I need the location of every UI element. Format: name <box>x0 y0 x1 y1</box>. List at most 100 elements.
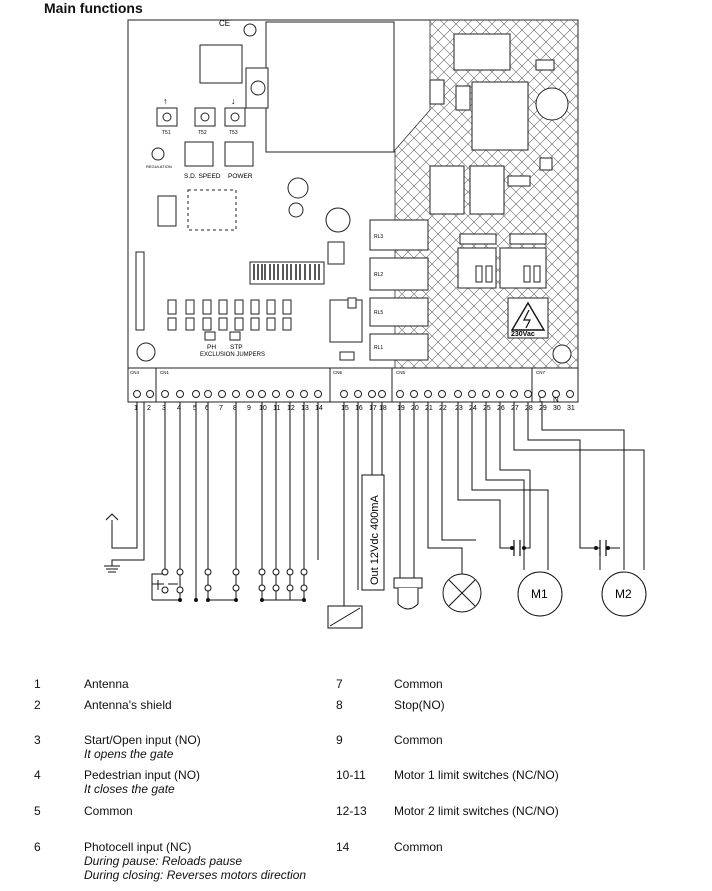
terminal-number: 13 <box>301 405 309 412</box>
terminal-screw <box>192 390 200 398</box>
regulation-label: REGULATION <box>146 164 172 169</box>
terminal-screw <box>410 390 418 398</box>
terminal-screw <box>218 390 226 398</box>
resistor-array <box>167 299 292 331</box>
terminal-screw <box>552 390 560 398</box>
legend-number: 14 <box>336 840 350 854</box>
terminal-screw <box>524 390 532 398</box>
button-label: T51 <box>162 130 171 136</box>
terminal-number: 27 <box>511 405 519 412</box>
jumper-label: PH <box>207 344 216 351</box>
terminal-screw <box>286 390 294 398</box>
terminal-number: 28 <box>525 405 533 412</box>
terminal-screw <box>300 390 308 398</box>
button-label: T53 <box>229 130 238 136</box>
terminal-screw <box>146 390 154 398</box>
motor-1-label: M1 <box>531 587 548 601</box>
terminal-screw <box>232 390 240 398</box>
connector-label: CN6 <box>333 370 342 375</box>
legend-number: 10-11 <box>336 768 366 782</box>
terminal-screw <box>510 390 518 398</box>
terminal-screw <box>566 390 574 398</box>
legend-description: Common <box>394 840 443 854</box>
legend-description: Antenna's shield <box>84 698 172 712</box>
legend-description: Stop(NO) <box>394 698 445 712</box>
legend-description: Start/Open input (NO)It opens the gate <box>84 733 201 761</box>
terminal-screw <box>378 390 386 398</box>
legend-number: 6 <box>34 840 41 854</box>
mains-label: N <box>553 395 559 404</box>
terminal-number: 16 <box>355 405 363 412</box>
connector-label: CN7 <box>536 370 545 375</box>
microcontroller <box>187 189 237 231</box>
svg-text:↑: ↑ <box>163 96 168 106</box>
terminal-screw <box>258 390 266 398</box>
relay-label: RL1 <box>374 345 383 351</box>
connector-label: CN1 <box>160 370 169 375</box>
legend-number: 8 <box>336 698 343 712</box>
connector-label: CN4 <box>130 370 139 375</box>
terminal-screw <box>204 390 212 398</box>
terminal-number: 12 <box>287 405 295 412</box>
terminal-number: 31 <box>567 405 575 412</box>
relay-label: RL3 <box>374 234 383 240</box>
legend-description: Common <box>394 733 443 747</box>
svg-text:CE: CE <box>219 19 230 28</box>
terminal-number: 7 <box>219 405 223 412</box>
terminal-number: 30 <box>553 405 561 412</box>
terminal-number: 18 <box>379 405 387 412</box>
legend-description: Antenna <box>84 677 129 691</box>
push-buttons: ↑ ↓ <box>156 96 246 127</box>
terminal-number: 4 <box>177 405 181 412</box>
terminal-number: 6 <box>205 405 209 412</box>
trimmer-label: S.D. SPEED <box>184 173 221 180</box>
legend-number: 2 <box>34 698 41 712</box>
legend-description: Pedestrian input (NO)It closes the gate <box>84 768 201 796</box>
terminal-number: 1 <box>134 405 138 412</box>
terminal-number: 2 <box>147 405 151 412</box>
svg-text:↓: ↓ <box>231 96 236 106</box>
relay-label: RL2 <box>374 272 383 278</box>
mains-label: L <box>539 395 544 404</box>
terminal-screw <box>340 390 348 398</box>
transformer <box>265 21 395 153</box>
flashing-light-icon <box>393 577 423 610</box>
terminal-number: 15 <box>341 405 349 412</box>
motor-2-label: M2 <box>615 587 632 601</box>
terminal-number: 8 <box>233 405 237 412</box>
terminal-number: 24 <box>469 405 477 412</box>
legend-description: Motor 1 limit switches (NC/NO) <box>394 768 559 782</box>
connector-label: CN5 <box>396 370 405 375</box>
terminal-number: 10 <box>259 405 267 412</box>
motor-2-icon <box>601 571 647 617</box>
warning-high-voltage <box>507 297 549 339</box>
terminal-screw <box>354 390 362 398</box>
jumper-label: STP <box>230 344 243 351</box>
exclusion-jumpers-label: EXCLUSION JUMPERS <box>200 352 265 358</box>
trimmer-power <box>224 141 254 167</box>
motor-1-icon <box>517 571 563 617</box>
terminal-number: 3 <box>162 405 166 412</box>
terminal-number: 21 <box>425 405 433 412</box>
trimmer-label: POWER <box>228 173 253 180</box>
terminal-screw <box>482 390 490 398</box>
button-label: T52 <box>198 130 207 136</box>
terminal-screw <box>538 390 546 398</box>
terminal-screw <box>246 390 254 398</box>
terminal-number: 25 <box>483 405 491 412</box>
terminal-screw <box>396 390 404 398</box>
chip-ck2 <box>157 195 177 227</box>
out-12vdc-label-box <box>361 474 385 591</box>
terminal-screw <box>368 390 376 398</box>
legend-number: 7 <box>336 677 343 691</box>
terminal-number: 20 <box>411 405 419 412</box>
terminal-number: 9 <box>247 405 251 412</box>
terminal-number: 14 <box>315 405 323 412</box>
relay-label: RL5 <box>374 310 383 316</box>
legend-number: 1 <box>34 677 41 691</box>
legend-description: Motor 2 limit switches (NC/NO) <box>394 804 559 818</box>
display <box>199 44 243 84</box>
terminal-screw <box>133 390 141 398</box>
terminal-screw <box>176 390 184 398</box>
warning-label: 230Vac <box>511 331 535 338</box>
